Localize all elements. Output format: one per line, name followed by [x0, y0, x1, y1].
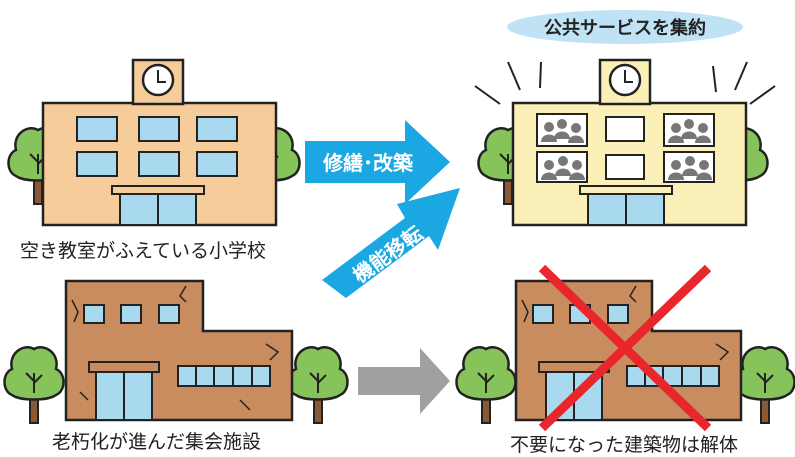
renovation-arrow [305, 120, 450, 204]
demolish-caption: 不要になった建築物は解体 [510, 434, 739, 456]
renovated-school-building [474, 58, 776, 227]
old-facility-building [3, 279, 349, 425]
facility-caption: 老朽化が進んだ集会施設 [52, 431, 262, 453]
school-caption: 空き教室がふえている小学校 [20, 240, 267, 262]
relocation-arrow [322, 188, 460, 298]
demolition-cross [538, 264, 712, 432]
demolish-arrow [358, 348, 450, 414]
renovation-label: 修繕･改築 [322, 151, 414, 175]
school-building [7, 58, 301, 227]
public-services-label: 公共サービスを集約 [544, 17, 706, 39]
public-services-pill [507, 10, 743, 44]
